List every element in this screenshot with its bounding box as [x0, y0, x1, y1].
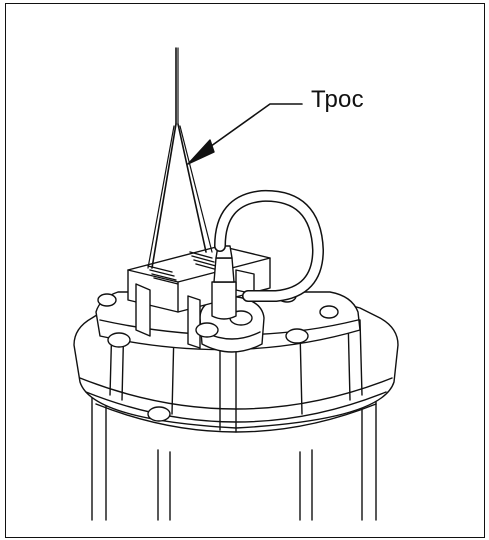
callout-arrowhead	[187, 139, 215, 165]
pump-lower-body	[91, 394, 377, 521]
power-cable	[214, 189, 324, 302]
callout-leader	[199, 103, 303, 155]
bolts	[97, 289, 339, 422]
callout-label-rope: Трос	[311, 86, 364, 113]
wire-rope	[147, 47, 213, 269]
cable-connector	[211, 245, 237, 320]
